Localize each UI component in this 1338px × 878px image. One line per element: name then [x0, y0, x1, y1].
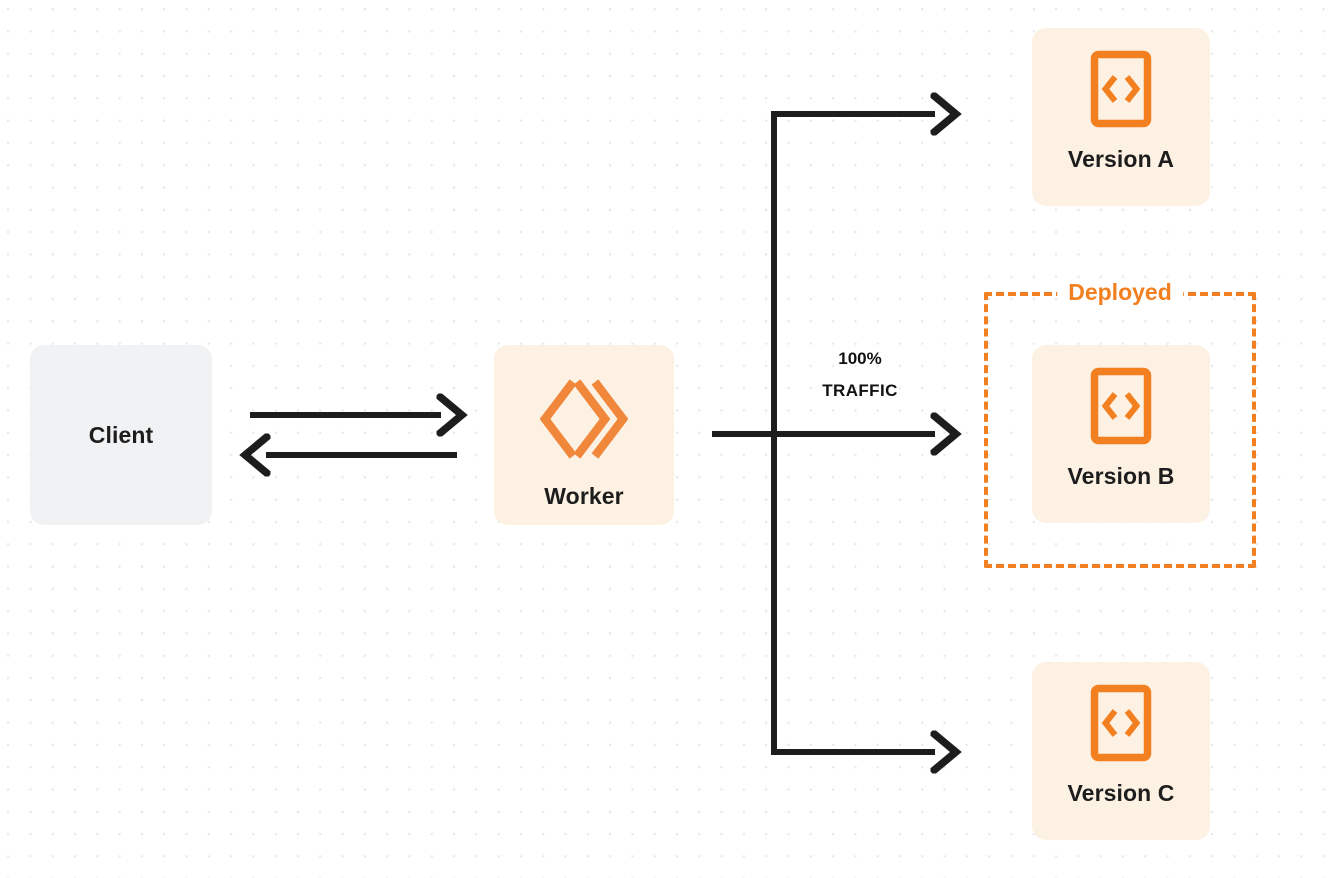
code-icon	[1090, 50, 1152, 128]
group-deployed: Deployed	[984, 281, 1256, 568]
node-version-a[interactable]: Version A	[1032, 28, 1210, 206]
group-deployed-label: Deployed	[1057, 281, 1183, 304]
node-worker[interactable]: Worker	[494, 345, 674, 525]
node-version-c[interactable]: Version C	[1032, 662, 1210, 840]
node-worker-label: Worker	[544, 483, 624, 509]
node-client-label: Client	[88, 421, 154, 448]
traffic-percent-unit: TRAFFIC	[822, 381, 898, 400]
code-icon	[1090, 684, 1152, 762]
node-client[interactable]: Client	[30, 345, 212, 525]
node-version-b-label: Version B	[1067, 463, 1175, 489]
node-version-c-label: Version C	[1067, 780, 1175, 806]
traffic-percent-label: 100% TRAFFIC	[790, 350, 930, 399]
cloudflare-workers-logo-icon	[538, 376, 630, 467]
node-version-a-label: Version A	[1067, 146, 1175, 172]
code-icon	[1090, 367, 1152, 445]
node-version-b[interactable]: Version B	[1032, 345, 1210, 523]
traffic-percent-value: 100%	[838, 349, 882, 368]
